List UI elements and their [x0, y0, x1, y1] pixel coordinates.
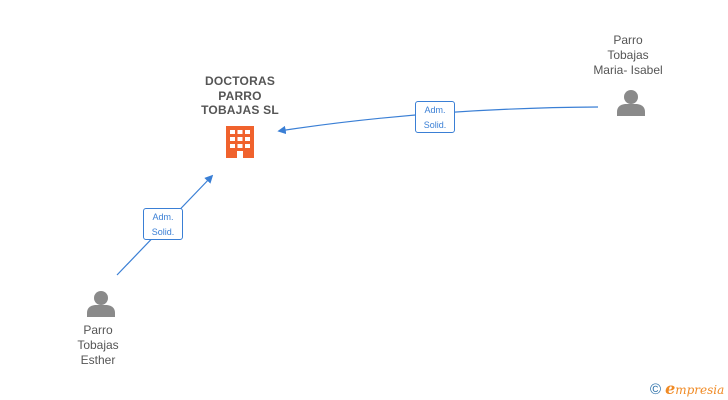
person-name-maria[interactable]: Parro Tobajas Maria- Isabel — [578, 33, 678, 78]
copyright-icon: © — [650, 381, 662, 398]
edge-label-maria: Adm. Solid. — [415, 101, 455, 133]
person-name-line: Maria- Isabel — [593, 63, 663, 77]
edge-label-line: Adm. — [424, 105, 446, 115]
person-name-esther[interactable]: Parro Tobajas Esther — [58, 323, 138, 368]
brand-name: mpresia — [675, 383, 725, 397]
person-name-line: Tobajas — [607, 48, 649, 62]
company-name-line: DOCTORAS — [204, 74, 276, 88]
person-name-line: Esther — [80, 353, 116, 367]
company-name[interactable]: DOCTORAS PARRO TOBAJAS SL — [188, 74, 292, 118]
person-name-line: Parro — [613, 33, 643, 47]
brand-initial: e — [665, 379, 676, 398]
person-icon[interactable] — [617, 90, 645, 116]
edge-label-line: Solid. — [423, 120, 447, 130]
person-name-line: Parro — [83, 323, 113, 337]
edge-label-esther: Adm. Solid. — [143, 208, 183, 240]
brand-logo: ©empresia — [650, 379, 724, 398]
company-name-line: TOBAJAS SL — [201, 103, 279, 117]
edge-label-line: Adm. — [152, 212, 174, 222]
building-icon[interactable] — [226, 126, 254, 158]
person-icon[interactable] — [87, 291, 115, 317]
company-name-line: PARRO — [218, 88, 262, 103]
edge-label-line: Solid. — [151, 227, 175, 237]
person-name-line: Tobajas — [77, 338, 119, 352]
